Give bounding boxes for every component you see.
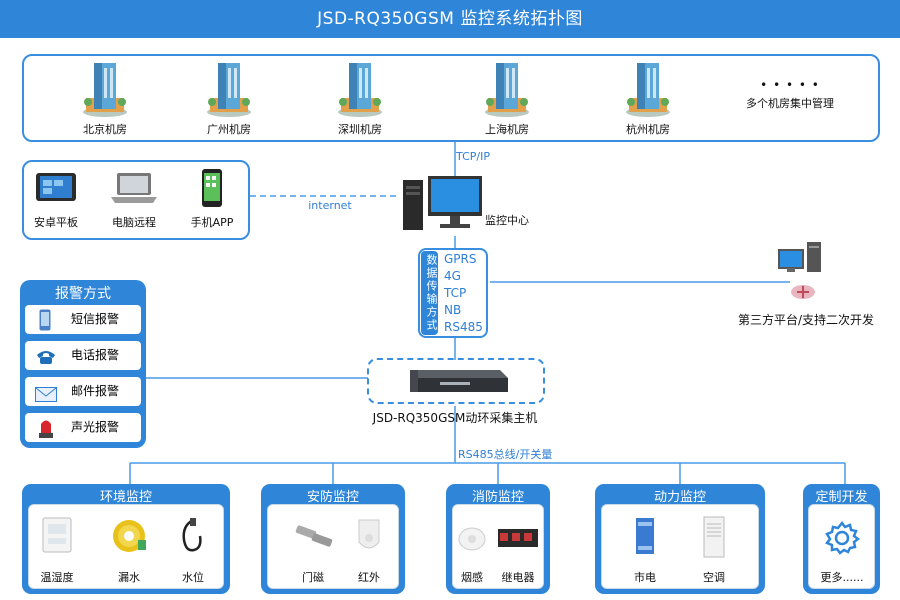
air-conditioner-icon	[703, 516, 725, 558]
door-sensor-icon	[294, 522, 334, 550]
datacenter-label: 杭州机房	[626, 123, 670, 136]
client-label: 手机APP	[190, 216, 234, 229]
water-leak-cable-icon	[108, 518, 150, 554]
datacenter-label: 深圳机房	[338, 123, 382, 136]
transmission-item: GPRS	[444, 252, 477, 266]
category-title: 动力监控	[653, 490, 706, 505]
computer-icon	[400, 172, 485, 236]
category-title: 安防监控	[306, 490, 359, 505]
device-label: 烟感	[461, 571, 483, 584]
more-datacenters-label: 多个机房集中管理	[746, 97, 834, 110]
alarm-label: 短信报警	[71, 312, 120, 326]
gear-icon	[824, 520, 861, 556]
device-label: 漏水	[118, 571, 140, 584]
alarm-item-phone: 电话报警	[25, 341, 141, 370]
category-inner	[601, 504, 759, 589]
telephone-icon	[35, 347, 57, 376]
page-title: JSD-RQ350GSM 监控系统拓扑图	[0, 0, 900, 38]
category-title: 环境监控	[99, 490, 152, 505]
laptop-icon	[108, 170, 160, 206]
siren-icon	[38, 417, 54, 450]
alarm-label: 声光报警	[71, 420, 120, 434]
alarm-item-siren: 声光报警	[25, 413, 141, 442]
more-dots: • • • • •	[760, 78, 820, 92]
building-icon	[623, 58, 673, 118]
datacenter-label: 上海机房	[485, 123, 529, 136]
transmission-list: GPRS 4G TCP NB RS485	[444, 251, 486, 336]
host-frame	[367, 358, 545, 404]
category-inner	[267, 504, 399, 589]
transmission-item: TCP	[444, 286, 467, 300]
device-label: 门磁	[302, 571, 324, 584]
infrared-sensor-icon	[356, 516, 382, 554]
datacenter-label: 广州机房	[207, 123, 251, 136]
client-label: 安卓平板	[34, 216, 78, 229]
device-label: 温湿度	[40, 571, 74, 584]
device-label: 水位	[182, 571, 204, 584]
building-icon	[482, 58, 532, 118]
transmission-item: 4G	[444, 269, 461, 283]
internet-label: internet	[308, 199, 352, 212]
alarm-label: 电话报警	[71, 348, 120, 362]
category-title: 定制开发	[815, 490, 868, 505]
device-label: 市电	[634, 571, 656, 584]
third-party-label: 第三方平台/支持二次开发	[738, 313, 875, 327]
third-party-icon	[775, 240, 835, 304]
host-label: JSD-RQ350GSM动环采集主机	[372, 411, 538, 425]
client-label: 电脑远程	[112, 216, 156, 229]
thermohygrometer-icon	[41, 516, 73, 554]
smoke-detector-icon	[457, 526, 487, 552]
monitor-center-label: 监控中心	[485, 214, 529, 227]
rs485-bus-label: RS485总线/开关量	[458, 448, 553, 461]
datacenter-panel	[22, 54, 880, 142]
relay-icon	[496, 525, 540, 553]
building-icon	[335, 58, 385, 118]
transmission-title: 数据传输方式	[421, 251, 438, 335]
tcpip-label: TCP/IP	[456, 150, 490, 163]
building-icon	[204, 58, 254, 118]
water-level-sensor-icon	[178, 516, 208, 556]
device-label: 空调	[703, 571, 725, 584]
alarm-item-sms: 短信报警	[25, 305, 141, 334]
email-icon	[35, 384, 57, 413]
alarm-label: 邮件报警	[71, 384, 120, 398]
building-icon	[80, 58, 130, 118]
device-label: 更多......	[820, 571, 864, 584]
category-inner	[808, 504, 875, 589]
alarm-title: 报警方式	[55, 286, 111, 302]
transmission-item: RS485	[444, 320, 483, 334]
category-title: 消防监控	[471, 490, 524, 505]
device-label: 继电器	[501, 571, 535, 584]
transmission-item: NB	[444, 303, 462, 317]
smartphone-icon	[39, 309, 51, 342]
host-device-icon	[400, 364, 512, 398]
device-label: 红外	[358, 571, 380, 584]
alarm-item-email: 邮件报警	[25, 377, 141, 406]
mains-power-module-icon	[634, 516, 656, 556]
tablet-icon	[34, 170, 78, 206]
phone-icon	[201, 168, 223, 208]
datacenter-label: 北京机房	[83, 123, 127, 136]
